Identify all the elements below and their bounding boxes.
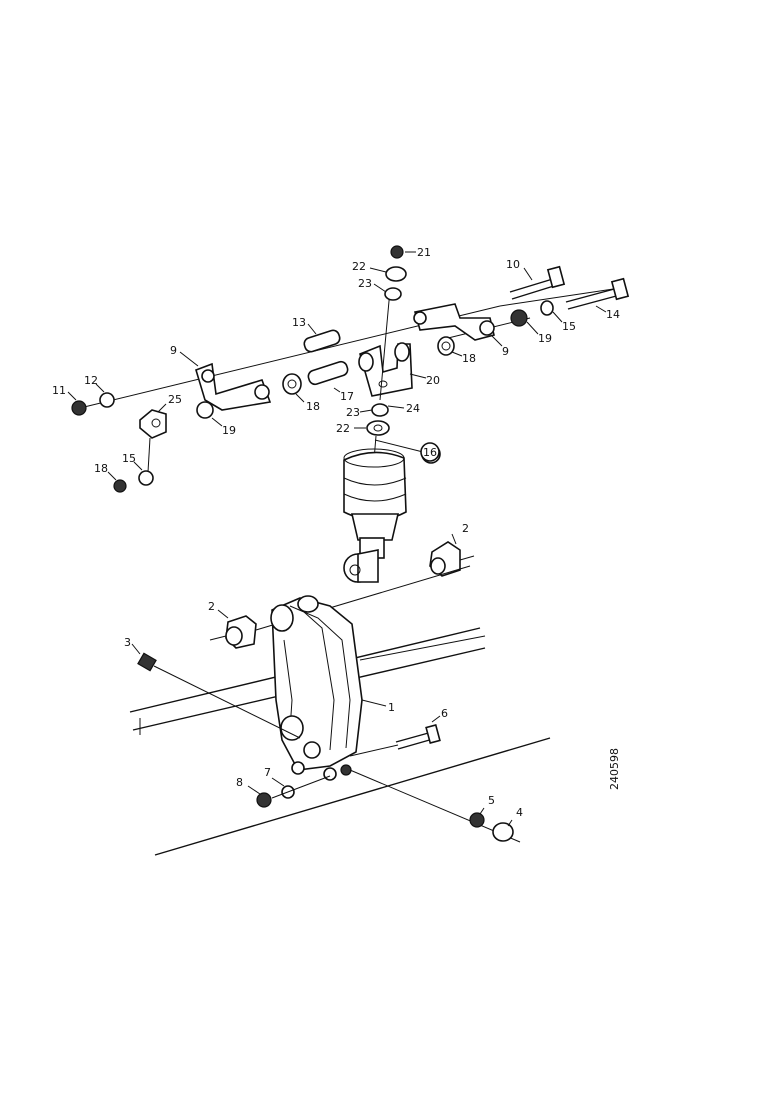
callout-2-right: 2 [462, 522, 469, 535]
callout-23-top: 23 [358, 277, 372, 290]
washer-15-right [540, 300, 554, 316]
callout-18-left: 18 [306, 400, 320, 413]
callout-5: 5 [488, 794, 495, 807]
callout-8: 8 [236, 776, 243, 789]
nut-16 [113, 479, 127, 493]
bolt-14 [565, 277, 630, 310]
callout-1: 1 [388, 701, 395, 714]
bolt-10 [509, 265, 566, 300]
callout-14: 14 [606, 308, 620, 321]
air-spring-assembly [343, 435, 441, 583]
callout-6: 6 [441, 707, 448, 720]
callout-15-right: 15 [562, 320, 576, 333]
callout-19-left: 19 [222, 424, 236, 437]
sleeve-17 [307, 360, 349, 386]
upper-crossbar-assembly [71, 245, 630, 493]
callout-22-top: 22 [352, 260, 366, 273]
callout-3: 3 [124, 636, 131, 649]
callout-23-lower: 23 [346, 406, 360, 419]
bolt-6 [349, 723, 441, 757]
callout-17: 17 [340, 390, 354, 403]
callout-20: 20 [426, 374, 440, 387]
callout-21: 21 [417, 246, 431, 259]
callout-9-left: 9 [170, 344, 177, 357]
washer-12 [99, 392, 115, 408]
callout-11: 11 [52, 384, 66, 397]
nut-11 [71, 400, 87, 416]
callout-19-right: 19 [538, 332, 552, 345]
bracket-25 [139, 409, 167, 439]
bolt-3 [137, 652, 301, 739]
nut-19-right [510, 309, 528, 327]
air-bellows [343, 451, 407, 521]
callout-13: 13 [292, 316, 306, 329]
callouts: 21 22 23 10 14 15 19 9 18 20 13 9 [52, 246, 620, 827]
nut-8 [256, 792, 272, 808]
nut-21 [390, 245, 404, 259]
callout-4: 4 [516, 806, 523, 819]
callout-24: 24 [406, 402, 420, 415]
callout-22-lower: 22 [336, 422, 350, 435]
bush-23-lower [371, 403, 389, 417]
callout-9-right: 9 [502, 345, 509, 358]
callout-18-right: 18 [462, 352, 476, 365]
callout-15-left: 15 [122, 452, 136, 465]
bushing-18-right [437, 336, 455, 356]
callout-2-left: 2 [208, 600, 215, 613]
callout-25: 25 [168, 393, 182, 406]
sleeve-13 [303, 329, 341, 353]
lower-fasteners [137, 652, 521, 843]
nut-5 [469, 812, 485, 828]
bush-23-top [384, 287, 402, 301]
bushing-18-left [282, 373, 302, 395]
washer-22-top [385, 266, 407, 282]
washer-22-lower [366, 420, 390, 436]
nut-4 [492, 822, 514, 842]
callout-7: 7 [264, 766, 271, 779]
bracket-9-right [413, 303, 495, 341]
main-bracket-1 [270, 595, 363, 781]
drawing-number: 240598 [608, 748, 621, 790]
nut-19-left [196, 401, 214, 419]
callout-12: 12 [84, 374, 98, 387]
washer-15-left [138, 470, 154, 486]
callout-18-small: 18 [94, 462, 108, 475]
callout-10: 10 [506, 258, 520, 271]
callout-16-airspring: 16 [423, 446, 437, 459]
